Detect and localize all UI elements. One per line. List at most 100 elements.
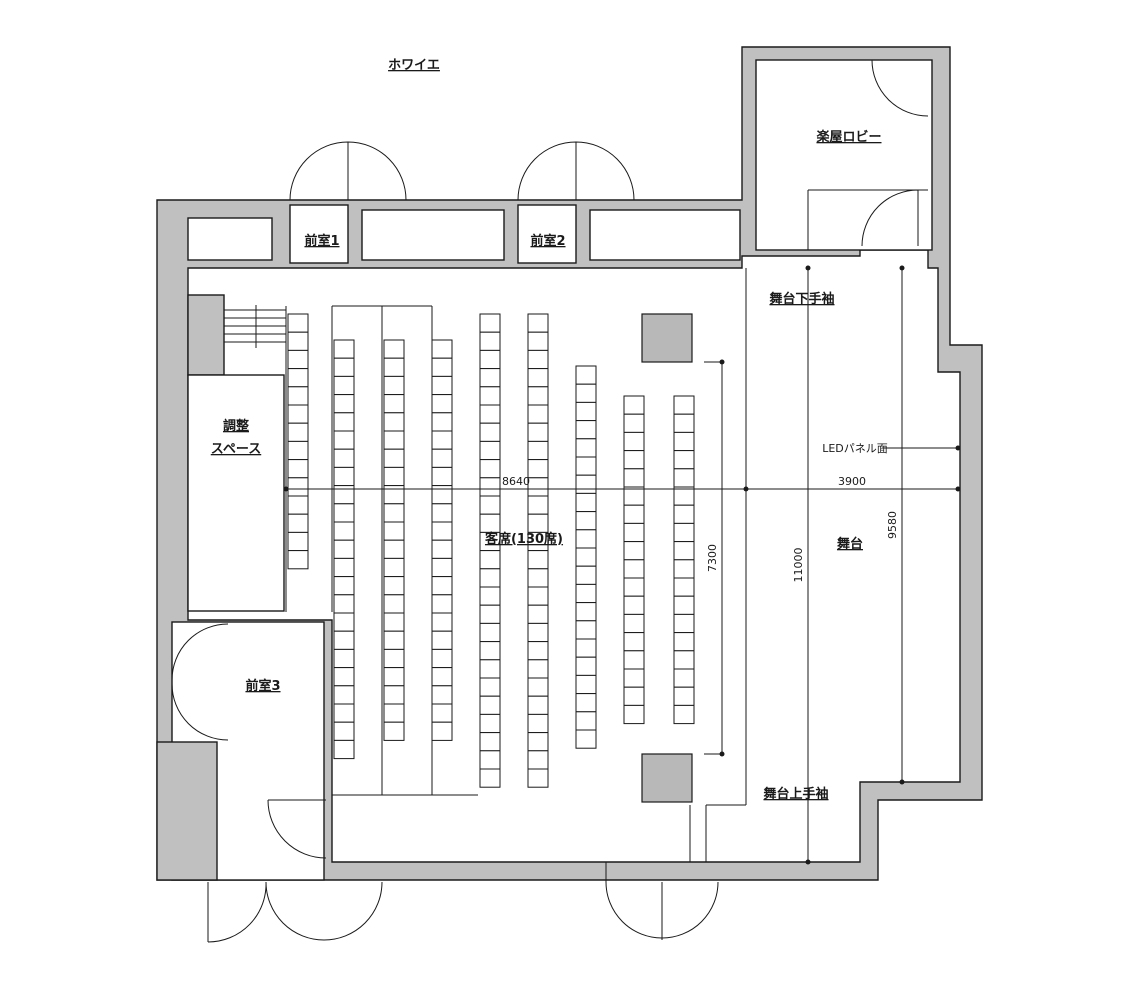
seat <box>673 704 695 725</box>
seat <box>383 503 405 523</box>
wall-panel <box>187 217 273 261</box>
seat <box>527 604 549 624</box>
seat <box>333 412 355 432</box>
seat <box>575 583 597 604</box>
seat <box>479 495 501 515</box>
seat <box>527 641 549 661</box>
seat <box>431 539 453 559</box>
door-bottom-center <box>605 881 719 940</box>
seat <box>673 431 695 452</box>
seat <box>431 703 453 723</box>
seat <box>333 594 355 614</box>
seat <box>383 394 405 414</box>
seat <box>575 602 597 622</box>
anteroom1-box <box>289 204 349 264</box>
seat <box>575 401 597 422</box>
stairs <box>224 305 286 348</box>
seat <box>527 422 549 442</box>
seat <box>383 375 405 396</box>
seat <box>333 630 355 650</box>
seat <box>575 674 597 695</box>
seat <box>623 632 645 652</box>
seat <box>333 339 355 359</box>
seat <box>623 395 645 415</box>
seat <box>479 513 501 533</box>
seat <box>673 668 695 688</box>
seat <box>479 641 501 661</box>
seat <box>673 686 695 706</box>
seat <box>431 466 453 487</box>
seat <box>623 468 645 488</box>
label-adjust-space-2: スペース <box>211 442 261 457</box>
seat <box>383 339 405 359</box>
seat <box>527 713 549 734</box>
seat <box>383 667 405 687</box>
seat <box>673 504 695 524</box>
wall-panel <box>361 209 505 261</box>
seat <box>623 668 645 688</box>
seat <box>431 485 453 505</box>
seat <box>479 622 501 643</box>
seat <box>333 739 355 760</box>
seat <box>479 586 501 606</box>
equipment-box-top <box>641 313 693 363</box>
seat <box>479 368 501 388</box>
seat <box>527 477 549 497</box>
seat <box>479 331 501 351</box>
seat <box>383 485 405 505</box>
seat <box>431 557 453 578</box>
seat <box>479 404 501 424</box>
seat <box>527 495 549 515</box>
seat <box>333 612 355 632</box>
seat <box>527 768 549 788</box>
seat <box>383 412 405 432</box>
door-anteroom2 <box>517 141 635 201</box>
seat <box>479 750 501 770</box>
seat <box>479 677 501 697</box>
seat <box>287 313 309 333</box>
seat <box>623 650 645 670</box>
seat <box>527 440 549 461</box>
seat <box>479 349 501 370</box>
seat <box>673 450 695 470</box>
seat <box>479 440 501 461</box>
door-anteroom3-left <box>171 623 229 741</box>
seat <box>333 521 355 541</box>
seat <box>431 412 453 432</box>
seat <box>287 440 309 461</box>
seat <box>527 331 549 351</box>
seat <box>431 503 453 523</box>
seat <box>575 365 597 385</box>
seat <box>431 375 453 396</box>
seat <box>333 503 355 523</box>
seat <box>287 495 309 515</box>
seat <box>431 394 453 414</box>
seat <box>287 331 309 351</box>
green-room-lobby <box>755 59 933 251</box>
bottom-left-pillar <box>156 741 218 881</box>
seat <box>287 368 309 388</box>
label-stage: 舞台 <box>836 536 863 552</box>
seat <box>383 539 405 559</box>
seat <box>431 721 453 741</box>
seat <box>383 557 405 578</box>
seat <box>333 394 355 414</box>
seat <box>673 577 695 597</box>
seat <box>287 459 309 479</box>
seat <box>383 521 405 541</box>
seat <box>575 620 597 640</box>
seat <box>575 420 597 440</box>
seat <box>673 595 695 615</box>
walls <box>156 46 983 881</box>
seat <box>383 576 405 596</box>
seat <box>287 404 309 424</box>
seat <box>479 713 501 734</box>
seat <box>333 539 355 559</box>
seat <box>527 659 549 679</box>
seat <box>575 729 597 749</box>
seat <box>383 648 405 669</box>
seat <box>575 383 597 403</box>
seat <box>431 339 453 359</box>
door-bottom-left <box>207 881 383 943</box>
